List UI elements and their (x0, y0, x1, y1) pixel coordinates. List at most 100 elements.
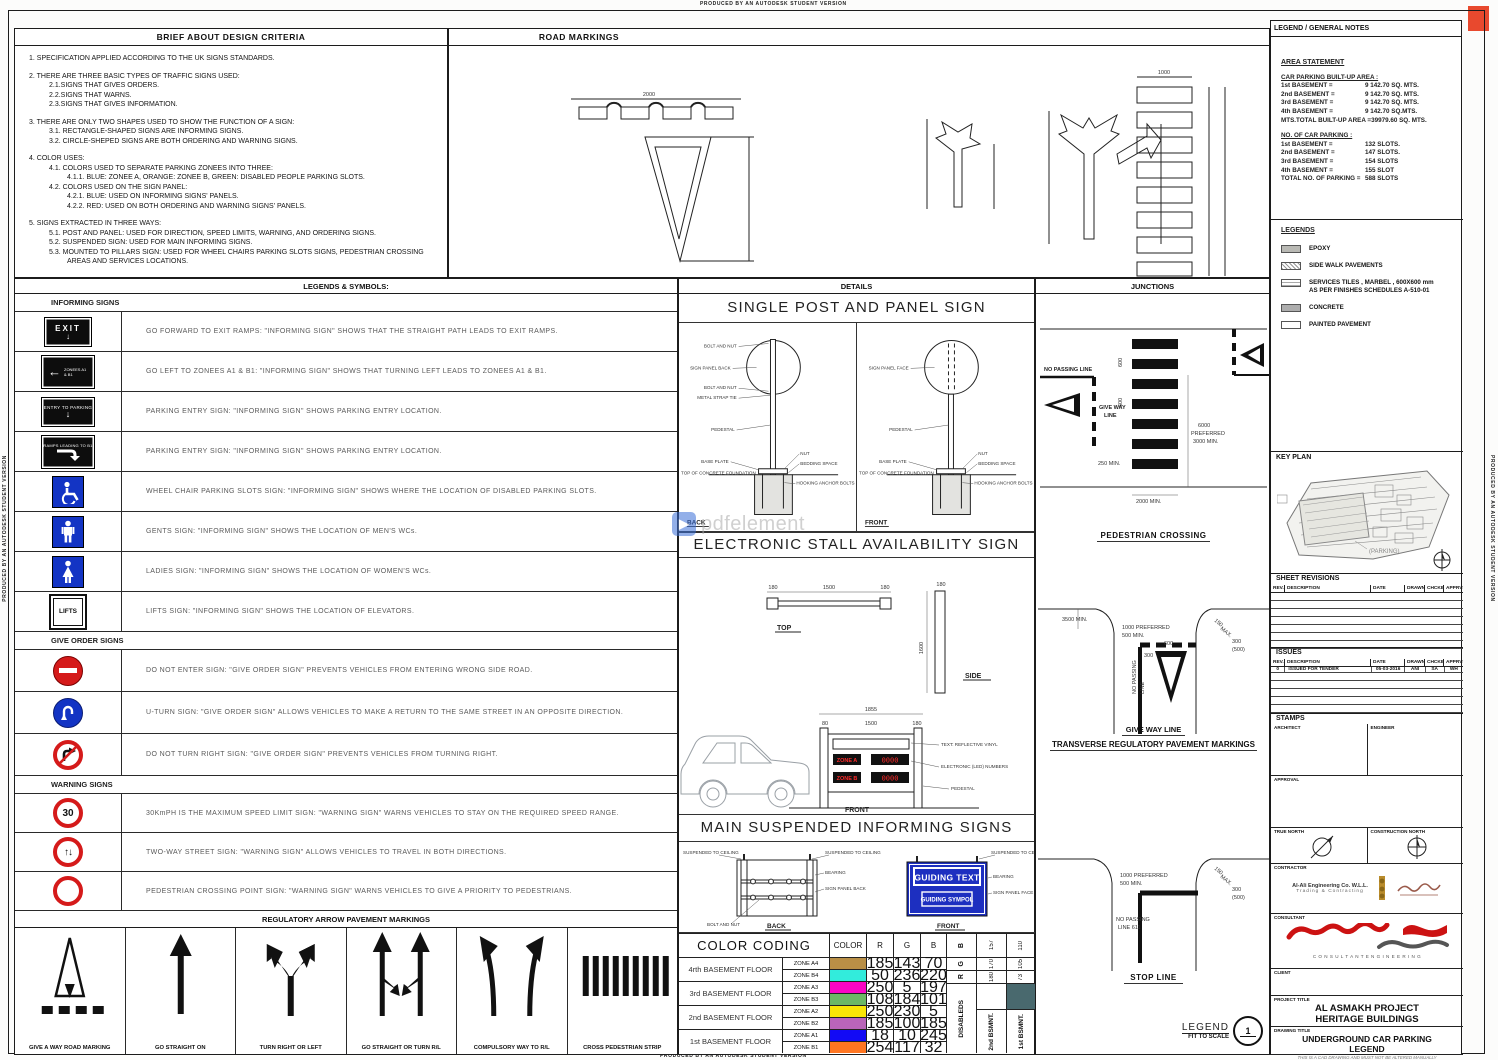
north-cells: TRUE NORTH CONSTRUCTION NORTH (1271, 828, 1463, 864)
svg-text:SIGN PANEL FACE: SIGN PANEL FACE (993, 890, 1033, 895)
parking-row: 2nd BASEMENT =147 SLOTS. (1281, 149, 1400, 157)
down-arrow-icon: ↓ (66, 331, 70, 341)
parking-row: 3rd BASEMENT =154 SLOTS (1281, 157, 1399, 165)
frame-right (1484, 10, 1485, 1054)
construction-north-compass-icon (1407, 835, 1426, 859)
legend-label: SIDE WALK PAVEMENTS (1309, 261, 1383, 269)
sign-row: U-TURN SIGN: "GIVE ORDER SIGN" ALLOWS VE… (15, 692, 677, 734)
svg-text:SIDE: SIDE (965, 673, 982, 680)
design-criteria-panel: BRIEF ABOUT DESIGN CRITERIA 1. SPECIFICA… (14, 28, 448, 278)
sign-desc: LIFTS SIGN: "INFORMING SIGN" SHOWS THE L… (146, 608, 415, 615)
svg-text:500 MIN.: 500 MIN. (1122, 633, 1145, 639)
svg-text:FRONT: FRONT (845, 807, 870, 814)
produced-by-bottom: PRODUCED BY AN AUTODESK STUDENT VERSION (660, 1053, 807, 1059)
pedestrian-strip-icon (582, 956, 669, 996)
svg-text:BACK: BACK (687, 519, 706, 526)
arrow-label: GO STRAIGHT ON (154, 1045, 206, 1051)
svg-text:SUSPENDED TO CEILING: SUSPENDED TO CEILING (825, 850, 881, 855)
disabled-color-swatch (1006, 983, 1035, 1009)
col-header-color: COLOR (829, 933, 866, 957)
svg-text:PEDESTAL: PEDESTAL (711, 427, 735, 432)
area-row: 3rd BASEMENT =9 142.70 SQ. MTS. (1281, 99, 1419, 107)
criteria-line: 3.1. RECTANGLE-SHAPED SIGNS ARE INFORMIN… (49, 128, 244, 135)
svg-text:180: 180 (912, 721, 921, 727)
disabled-r: 73 (1018, 973, 1024, 981)
disabled-r: 180 (988, 971, 995, 982)
disabled-g: 105 (1018, 958, 1024, 969)
disabled-color-table: B G R DISABLEDS 157 170 180 2nd BSMNT. 1… (946, 933, 1036, 1053)
area-statement: AREA STATEMENT CAR PARKING BUILT-UP AREA… (1271, 37, 1461, 184)
zone-color-swatch (829, 1029, 866, 1041)
zone-color-swatch (829, 981, 866, 993)
svg-text:BASE PLATE: BASE PLATE (879, 459, 907, 464)
consultant-logo (1286, 923, 1449, 949)
sign-row: RAMPS LEADING TO B1 PARKING ENTRY SIGN: … (15, 432, 677, 472)
zone-name: ZONE A2 (782, 1005, 829, 1017)
approval-cell-label: APPROVAL (1274, 777, 1300, 782)
zone-r: 185 (866, 954, 894, 972)
zone-row: ZONE B1 254 117 32 (782, 1039, 946, 1056)
svg-text:TOP: TOP (777, 625, 792, 632)
sheet-revisions-table: REV.DESCRIPTIONDATEDRAWNCHCKEDAPPRVED (1271, 585, 1463, 649)
straight-or-turn-arrow-icon (372, 932, 430, 1016)
no-right-turn-sign-icon (53, 739, 83, 770)
detail-bubble: 1 (1233, 1016, 1263, 1046)
legends-title: LEGENDS (1281, 227, 1315, 234)
svg-text:2000: 2000 (643, 92, 655, 98)
project-title-line2: HERITAGE BUILDINGS (1271, 1014, 1463, 1027)
sign-row: ← ZONEES A1 & B1 GO LEFT TO ZONEES A1 & … (15, 352, 677, 392)
arrow-cell: CROSS PEDESTRIAN STRIP (568, 928, 678, 1054)
criteria-line: 4.2.2. RED: USED ON BOTH ORDERING AND WA… (67, 202, 306, 210)
zone-b: 185 (920, 1014, 947, 1032)
transverse-markings-title: TRANSVERSE REGULATORY PAVEMENT MARKINGS (1050, 740, 1257, 751)
sign-desc: U-TURN SIGN: "GIVE ORDER SIGN" ALLOWS VE… (146, 709, 624, 716)
exit-sign-icon: EXIT ↓ (44, 316, 92, 347)
sign-desc: DO NOT TURN RIGHT SIGN: "GIVE ORDER SIGN… (146, 751, 498, 758)
revision-empty-row (1271, 593, 1463, 601)
turn-right-left-arrow-icon (266, 944, 315, 1016)
contractor-cell: CONTRACTOR Al-Ali Engineering Co. W.L.L.… (1271, 864, 1463, 914)
zone-g: 100 (893, 1014, 921, 1032)
svg-text:3500 MIN.: 3500 MIN. (1062, 617, 1088, 623)
criteria-line: 5.2. SUSPENDED SIGN: USED FOR MAIN INFOR… (49, 239, 253, 246)
two-way-arrows: ↑↓ (64, 846, 73, 858)
zone-r: 185 (866, 1014, 894, 1032)
sign-desc: WHEEL CHAIR PARKING SLOTS SIGN: "INFORMI… (146, 488, 597, 495)
consultant-label: CONSULTANT (1274, 915, 1305, 920)
rgb-letter: G (958, 961, 965, 967)
criteria-line: 4.1. COLORS USED TO SEPARATE PARKING ZON… (49, 164, 273, 172)
svg-text:600: 600 (1164, 641, 1173, 647)
svg-text:NO PASSING LINE: NO PASSING LINE (1044, 367, 1093, 373)
svg-text:HOOKING ANCHOR BOLTS: HOOKING ANCHOR BOLTS (796, 481, 854, 486)
zone-name: ZONE A4 (782, 957, 829, 969)
road-markings-panel: ROAD MARKINGS 2000 (448, 28, 1271, 278)
sign-desc: PARKING ENTRY SIGN: "INFORMING SIGN" SHO… (146, 408, 442, 415)
criteria-line: 2. THERE ARE THREE BASIC TYPES OF TRAFFI… (29, 72, 240, 80)
arrow-label: TURN RIGHT OR LEFT (259, 1045, 322, 1051)
svg-text:PEDESTAL: PEDESTAL (889, 427, 913, 432)
svg-text:BASE PLATE: BASE PLATE (701, 459, 729, 464)
sign-row: PEDESTRIAN CROSSING POINT SIGN: "WARNING… (15, 872, 677, 911)
svg-text:BEDDING SPACE: BEDDING SPACE (800, 461, 837, 466)
svg-text:1500: 1500 (865, 721, 877, 727)
sign-desc: LADIES SIGN: "INFORMING SIGN" SHOWS THE … (146, 568, 432, 575)
arrow-label: COMPULSORY WAY TO R/L (473, 1045, 550, 1051)
contractor-label: CONTRACTOR (1274, 865, 1307, 870)
criteria-line: 4. COLOR USES: (29, 155, 85, 162)
svg-text:ZONE A: ZONE A (837, 758, 858, 764)
svg-text:BEARING: BEARING (993, 874, 1014, 879)
consultant-cell: CONSULTANT C O N S U L T A N T E N G I N… (1271, 914, 1463, 969)
built-up-title: CAR PARKING BUILT-UP AREA : (1281, 73, 1379, 81)
criteria-line: 3. THERE ARE ONLY TWO SHAPES USED TO SHO… (29, 118, 295, 126)
svg-text:TOP OF CONCRETE FOUNDATION: TOP OF CONCRETE FOUNDATION (681, 471, 756, 476)
engineer-cell-label: ENGINEER (1370, 725, 1395, 730)
arrow-cell: COMPULSORY WAY TO R/L (457, 928, 568, 1054)
svg-text:MAX.: MAX. (1219, 874, 1234, 888)
stop-line-diagram: 1000 PREFERRED 500 MIN. NO PASSING LINE … (1038, 858, 1269, 971)
single-post-front-diagram: SIGN PANEL FACE PEDESTAL BASE PLATE TOP … (859, 339, 1033, 527)
svg-text:300: 300 (1144, 653, 1153, 659)
zonees-sign-label: ZONEES A1 & B1 (64, 366, 87, 377)
floor-label: 2nd BASEMENT FLOOR (679, 1005, 782, 1029)
disabled-col-name: 2nd BSMNT. (988, 1012, 995, 1051)
curved-right-down-arrow-icon (57, 449, 80, 461)
